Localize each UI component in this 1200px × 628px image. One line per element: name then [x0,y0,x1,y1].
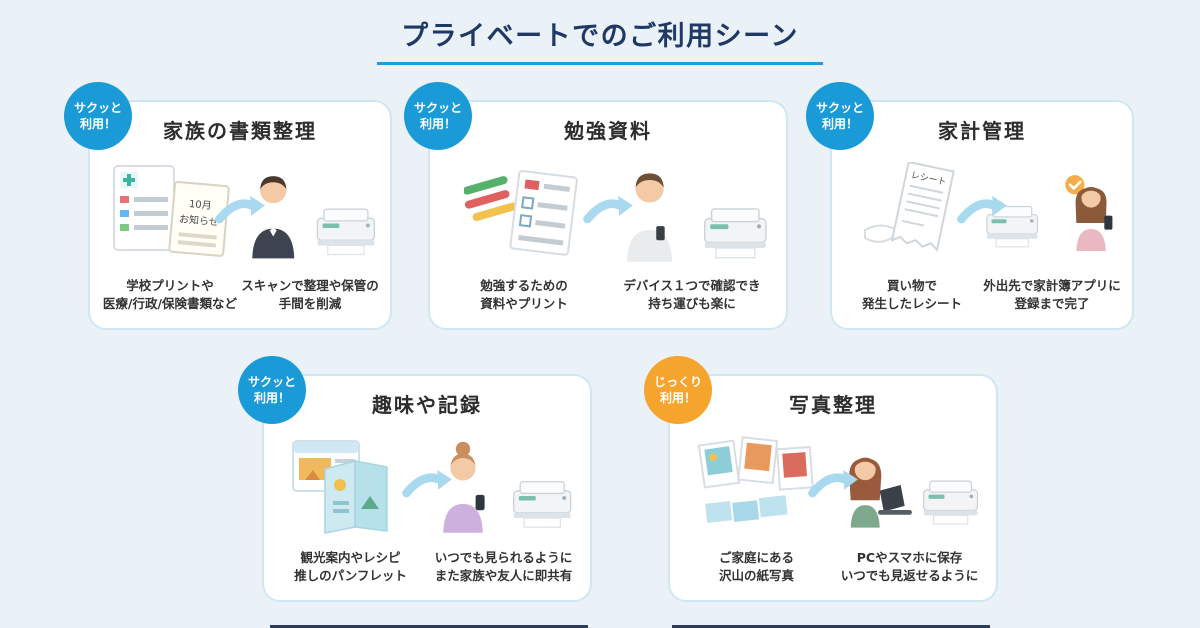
marker-pens-icon [464,176,518,222]
paper-photos-illustration [697,436,814,526]
right-caption: スキャンで整理や保管の 手間を削減 [241,277,379,312]
notice-paper-label: お知らせ [179,212,220,228]
card-title: 家族の書類整理 [163,119,317,143]
arrow-icon [956,190,1008,226]
man-scanning-illustration [252,176,376,259]
woman-laptop-illustration [849,457,979,528]
bottom-edge-bar [672,625,990,628]
card-photo-organizing: じっくり 利用！ 写真整理 [644,356,998,602]
printer-icon [316,208,376,256]
pamphlet-icon [323,460,388,535]
card-title: 家計管理 [938,119,1026,143]
printer-icon [923,480,979,525]
usage-badge: サクッと 利用！ [806,82,874,150]
card-hobby-records: サクッと 利用！ 趣味や記録 [238,356,592,602]
notice-paper-month: 10月 [188,198,212,212]
card-title: 写真整理 [789,393,877,417]
man-with-device-illustration [627,173,767,263]
bottom-edge-bar [270,625,588,628]
right-caption: 外出先で家計簿アプリに 登録まで完了 [983,277,1121,312]
man-holding-phone [627,173,673,263]
arrow-icon [214,190,266,226]
left-caption: 観光案内やレシピ 推しのパンフレット [294,549,407,584]
arrow-icon [582,190,634,226]
right-caption: デバイス１つで確認でき 持ち運びも楽に [623,277,761,312]
page-title-wrap: プライベートでのご利用シーン [0,14,1200,65]
card-study-materials: サクッと 利用！ 勉強資料 [404,82,788,330]
woman-budget-illustration [986,175,1113,252]
usage-badge: サクッと 利用！ [404,82,472,150]
photo-icon [776,446,814,491]
receipt-icon: レシート [890,162,955,253]
right-caption: PCやスマホに保存 いつでも見返せるように [840,549,979,584]
woman-with-laptop [849,457,912,528]
receipt-illustration: レシート [864,162,955,253]
printer-icon [703,208,767,259]
card-title: 勉強資料 [564,119,652,143]
usage-badge: じっくり 利用！ [644,356,712,424]
woman-holding-phone [443,442,485,533]
page-title: プライベートでのご利用シーン [377,14,823,65]
left-caption: 買い物で 発生したレシート [861,277,962,312]
family-documents-illustration: 10月 お知らせ [113,165,230,258]
arrow-icon [807,464,859,500]
right-caption: いつでも見られるように また家族や友人に即共有 [434,549,573,584]
usage-badge: サクッと 利用！ [64,82,132,150]
usage-badge: サクッと 利用！ [238,356,306,424]
study-materials-illustration [464,170,578,257]
woman-holding-phone [1075,187,1113,252]
photo-stack-icon [703,493,790,526]
medical-document-icon [113,165,175,252]
left-caption: 学校プリントや 医療/行政/保険書類など [102,277,238,312]
card-household-budget: サクッと 利用！ 家計管理 レシート [806,82,1134,330]
left-caption: 勉強するための 資料やプリント [480,277,568,312]
photo-icon [697,439,741,489]
arrow-icon [401,464,453,500]
notice-paper-icon: 10月 お知らせ [168,181,230,258]
laptop-icon [879,485,905,512]
woman-sharing-illustration [443,442,572,533]
check-badge-icon [1065,175,1085,195]
printer-icon [513,481,572,529]
brochure-illustration [291,440,388,535]
card-family-documents: サクッと 利用！ 家族の書類整理 [64,82,392,330]
card-title: 趣味や記録 [372,393,482,417]
photo-icon [737,436,779,485]
man-in-suit [252,176,295,259]
worksheet-icon [509,170,578,257]
left-caption: ご家庭にある 沢山の紙写真 [718,549,794,584]
